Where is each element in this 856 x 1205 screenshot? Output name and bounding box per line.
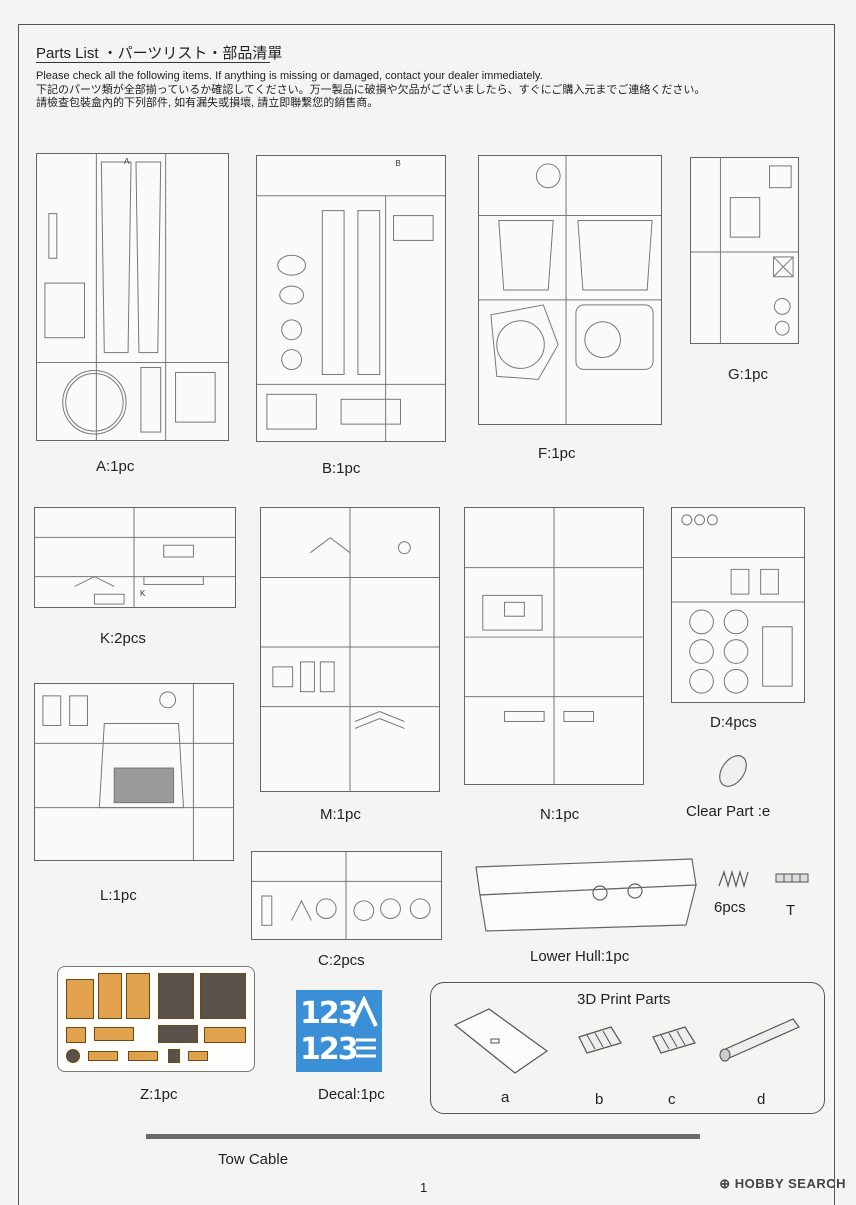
decal-chevron-marking xyxy=(350,996,378,1058)
page-number: 1 xyxy=(420,1180,428,1195)
sprue-m xyxy=(260,507,440,792)
print-part-b-drawing xyxy=(578,1026,622,1054)
print-part-c-label: c xyxy=(668,1091,676,1108)
label-f: F:1pc xyxy=(538,445,576,462)
sprue-a-letter: A xyxy=(124,157,130,166)
sprue-d xyxy=(671,507,805,703)
track-link-t xyxy=(775,873,809,883)
page-title: Parts List ・パーツリスト・部品清單 xyxy=(36,45,283,62)
pe-part xyxy=(188,1051,208,1061)
label-springs: 6pcs xyxy=(714,899,746,916)
sprue-c xyxy=(251,851,442,940)
sprue-l xyxy=(34,683,234,861)
pe-part xyxy=(66,1049,80,1063)
label-m: M:1pc xyxy=(320,806,361,823)
watermark-logo-icon: ⊕ xyxy=(719,1176,735,1191)
sprue-k: K xyxy=(34,507,236,608)
intro-japanese: 下記のパーツ類が全部揃っているか確認してください。万一製品に破損や欠品がございま… xyxy=(36,84,706,96)
print-part-b-label: b xyxy=(595,1091,604,1108)
label-d: D:4pcs xyxy=(710,714,757,731)
clear-part-lens xyxy=(719,755,747,787)
print-part-a-label: a xyxy=(501,1089,510,1106)
sprue-d-drawing xyxy=(672,514,804,694)
watermark-text: HOBBY SEARCH xyxy=(734,1176,846,1191)
intro-english: Please check all the following items. If… xyxy=(36,70,543,82)
sprue-b-drawing: B xyxy=(257,159,445,441)
pe-part xyxy=(94,1027,134,1041)
sprue-f xyxy=(478,155,662,425)
intro-chinese: 請檢查包裝盒內的下列部件, 如有漏失或損壞, 請立即聯繫您的銷售商。 xyxy=(36,97,379,109)
pe-part xyxy=(98,973,122,1019)
pe-part xyxy=(88,1051,118,1061)
lower-hull-drawing xyxy=(475,858,697,932)
label-b: B:1pc xyxy=(322,460,361,477)
label-clear-part: Clear Part :e xyxy=(686,803,771,820)
label-decal: Decal:1pc xyxy=(318,1086,385,1103)
sprue-a: A xyxy=(36,153,229,441)
print-part-d-drawing xyxy=(719,1018,800,1062)
sprue-m-drawing xyxy=(261,508,439,791)
label-tow-cable: Tow Cable xyxy=(218,1151,289,1168)
print-parts-box: 3D Print Parts a b c d xyxy=(430,982,825,1114)
pe-part xyxy=(158,973,194,1019)
sprue-b-letter: B xyxy=(396,159,401,168)
sprue-g-drawing xyxy=(691,158,798,343)
sprue-k-drawing: K xyxy=(35,508,235,607)
print-part-a-drawing xyxy=(453,1008,549,1074)
label-g: G:1pc xyxy=(728,366,769,383)
decal-number-bottom: 123 xyxy=(300,1032,359,1067)
pe-part xyxy=(158,1025,198,1043)
label-n: N:1pc xyxy=(540,806,580,823)
label-l: L:1pc xyxy=(100,887,137,904)
print-part-d-label: d xyxy=(757,1091,766,1108)
label-lower-hull: Lower Hull:1pc xyxy=(530,948,630,965)
spring-part xyxy=(718,869,749,889)
pe-part xyxy=(168,1049,180,1063)
sprue-c-drawing xyxy=(252,852,441,939)
pe-part xyxy=(126,973,150,1019)
pe-part xyxy=(66,1027,86,1043)
print-parts-title: 3D Print Parts xyxy=(577,991,671,1008)
pe-part xyxy=(128,1051,158,1061)
sprue-f-drawing xyxy=(479,156,661,424)
print-part-c-drawing xyxy=(652,1026,696,1054)
sprue-k-letter: K xyxy=(140,589,146,598)
sprue-l-drawing xyxy=(35,684,233,860)
title-underline xyxy=(36,62,270,63)
label-t: T xyxy=(786,902,796,919)
label-k: K:2pcs xyxy=(100,630,146,647)
sprue-n xyxy=(464,507,644,785)
label-a: A:1pc xyxy=(96,458,135,475)
decal-number-top: 123 xyxy=(300,996,359,1031)
pe-part xyxy=(204,1027,246,1043)
pe-part xyxy=(200,973,246,1019)
pe-part xyxy=(66,979,94,1019)
label-c: C:2pcs xyxy=(318,952,365,969)
label-z: Z:1pc xyxy=(140,1086,178,1103)
page-border xyxy=(18,24,835,1205)
tow-cable-drawing xyxy=(146,1134,700,1139)
decal-sheet: 123 123 xyxy=(296,990,382,1072)
watermark: ⊕ HOBBY SEARCH xyxy=(719,1176,846,1192)
sprue-g xyxy=(690,157,799,344)
sprue-a-drawing: A xyxy=(37,154,228,440)
photoetch-fret-z xyxy=(57,966,255,1072)
sprue-n-drawing xyxy=(465,508,643,784)
sprue-b: B xyxy=(256,155,446,442)
